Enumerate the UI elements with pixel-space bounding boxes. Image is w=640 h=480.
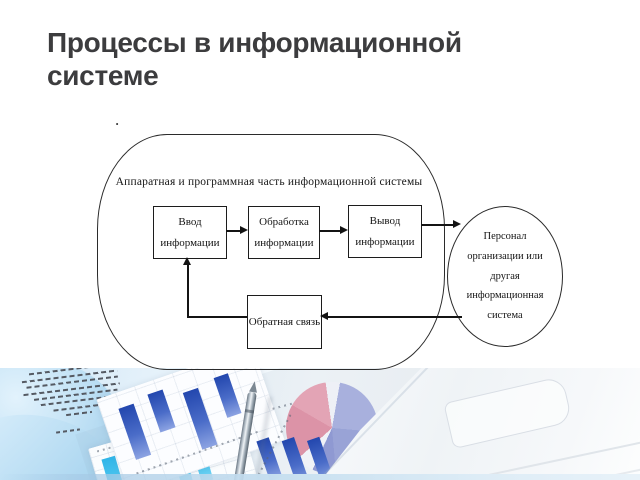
arrow-entity-to-feedback	[327, 316, 462, 318]
arrowhead-up-icon	[183, 257, 191, 265]
system-boundary-shape	[97, 134, 445, 370]
bullet-placeholder: .	[115, 110, 120, 129]
arrow-output-to-entity	[421, 224, 454, 226]
flow-box-processing: Обработка информации	[248, 206, 320, 259]
arrowhead-right-icon	[240, 226, 248, 234]
arrowhead-left-icon	[320, 312, 328, 320]
system-boundary-label: Аппаратная и программная часть информаци…	[115, 176, 423, 188]
arrowhead-right-icon	[340, 226, 348, 234]
slide-title: Процессы в информационной системе	[47, 27, 462, 92]
flow-box-input: Ввод информации	[153, 206, 227, 259]
arrow-feedback-to-input-horizontal	[187, 316, 247, 318]
photo-table-edge	[0, 474, 640, 480]
arrow-input-to-processing	[226, 230, 241, 232]
flow-box-feedback: Обратная связь	[247, 295, 322, 349]
arrowhead-right-icon	[453, 220, 461, 228]
arrow-feedback-to-input-vertical	[187, 262, 189, 318]
arrow-processing-to-output	[319, 230, 341, 232]
flow-box-output: Вывод информации	[348, 205, 422, 258]
photo-strip	[0, 368, 640, 480]
external-entity-ellipse: Персонал организации или другая информац…	[447, 206, 563, 347]
